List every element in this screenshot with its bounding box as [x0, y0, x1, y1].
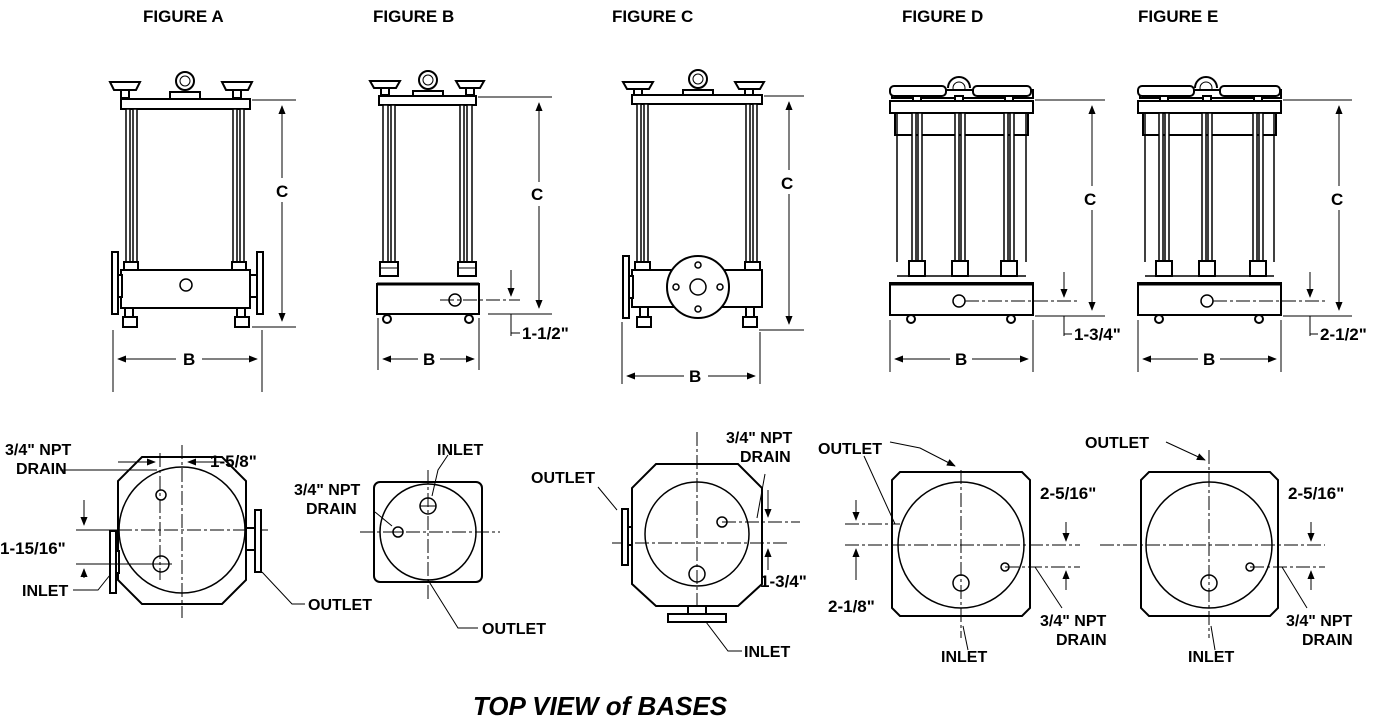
figure-e-dim-2-1-2: 2-1/2" — [1320, 325, 1367, 344]
figure-d-dim-b: B — [955, 350, 967, 369]
figure-a-outlet-label: OUTLET — [308, 597, 372, 614]
figure-e-npt-label: 3/4" NPT — [1286, 613, 1353, 630]
figure-e-side-view — [1137, 76, 1352, 372]
figure-d-title: FIGURE D — [902, 7, 983, 26]
figure-c-title: FIGURE C — [612, 7, 693, 26]
figure-a-drain-label: DRAIN — [16, 461, 67, 478]
figure-a-dim-b: B — [183, 350, 195, 369]
figure-a-dim-1-15-16: 1-15/16" — [0, 539, 66, 558]
figure-c-dim-b: B — [689, 367, 701, 386]
figure-a-npt-label: 3/4" NPT — [5, 442, 72, 459]
figure-c-inlet-label: INLET — [744, 644, 790, 661]
figure-c-npt-label: 3/4" NPT — [726, 430, 793, 447]
figure-e-dim-2-5-16: 2-5/16" — [1288, 484, 1344, 503]
figure-d-outlet-label: OUTLET — [818, 441, 882, 458]
figure-b-top-view — [360, 454, 500, 629]
figure-e-dim-c: C — [1331, 190, 1343, 209]
figure-e-drain-label: DRAIN — [1302, 632, 1353, 649]
figure-d-dim-c: C — [1084, 190, 1096, 209]
figure-b-npt-label: 3/4" NPT — [294, 482, 361, 499]
figure-b-dim-1-1-2: 1-1/2" — [522, 324, 569, 343]
figure-c-outlet-label: OUTLET — [531, 470, 595, 487]
figure-b-drain-label: DRAIN — [306, 501, 357, 518]
figure-c-side-view — [621, 69, 804, 384]
figure-e-inlet-label: INLET — [1188, 649, 1234, 666]
figure-e-top-view — [1100, 441, 1325, 651]
figure-c-dim-1-3-4: 1-3/4" — [760, 572, 807, 591]
figure-d-dim-2-5-16: 2-5/16" — [1040, 484, 1096, 503]
figure-b-title: FIGURE B — [373, 7, 454, 26]
figure-c-top-view — [597, 432, 800, 652]
figure-a-top-view — [60, 445, 305, 618]
figure-a-dim-c: C — [276, 182, 288, 201]
figure-b-dim-c: C — [531, 185, 543, 204]
figure-c-drain-label: DRAIN — [740, 449, 791, 466]
figure-e-dim-b: B — [1203, 350, 1215, 369]
figure-b-outlet-label: OUTLET — [482, 621, 546, 638]
figure-e-title: FIGURE E — [1138, 7, 1218, 26]
figure-e-outlet-label: OUTLET — [1085, 435, 1149, 452]
figure-a-dim-1-5-8: 1-5/8" — [210, 452, 257, 471]
figure-b-side-view — [368, 70, 552, 370]
figure-d-npt-label: 3/4" NPT — [1040, 613, 1107, 630]
figure-d-inlet-label: INLET — [941, 649, 987, 666]
figure-d-side-view — [889, 76, 1105, 372]
figure-d-dim-2-1-8: 2-1/8" — [828, 597, 875, 616]
figure-a-title: FIGURE A — [143, 7, 224, 26]
figure-b-inlet-label: INLET — [437, 442, 483, 459]
figure-a-inlet-label: INLET — [22, 583, 68, 600]
figure-b-dim-b: B — [423, 350, 435, 369]
figure-d-top-view — [845, 441, 1080, 651]
figure-d-dim-1-3-4: 1-3/4" — [1074, 325, 1121, 344]
figure-c-dim-c: C — [781, 174, 793, 193]
footer-title: TOP VIEW of BASES — [473, 691, 728, 721]
figure-a-side-view — [108, 71, 296, 392]
figure-d-drain-label: DRAIN — [1056, 632, 1107, 649]
